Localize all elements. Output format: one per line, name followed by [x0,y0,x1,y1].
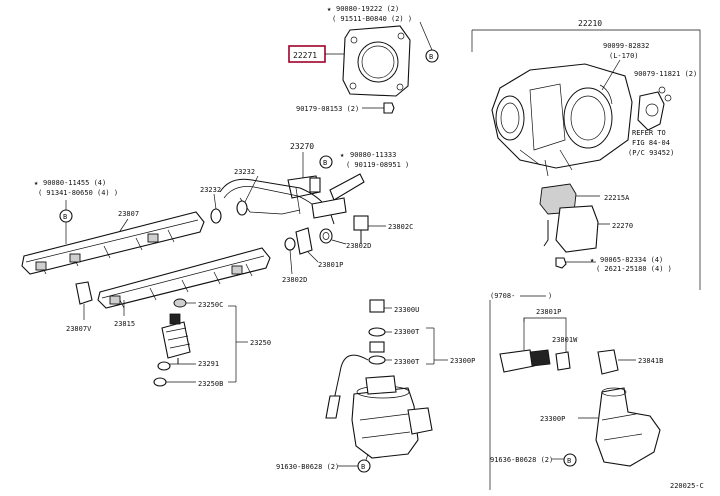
gasket-23300t-a [368,327,386,337]
fuel-inlet-union [295,227,313,255]
label-fig-84-04[interactable]: FIG 84-04 [632,139,670,147]
label-90080-11333[interactable]: 90080-11333 [350,151,396,159]
hose-union-23801p [499,349,535,373]
label-23250c[interactable]: 23250C [198,301,223,309]
label-90099-82832[interactable]: 90099-82832 [603,42,649,50]
figure-code-220025c: 220025-C [670,482,704,490]
nut-90179 [383,102,395,114]
throttle-body-group: 22210 90099-82832 (L-170) 90079-11821 (2… [471,19,701,290]
label-90065-82334[interactable]: 90065-82334 (4) [600,256,663,264]
svg-text:B: B [63,213,67,221]
fuel-pump-group: 23300U 23300T 23300T 23300P B 91630-B062… [276,299,475,473]
insulator-23250c [173,298,187,308]
label-2621-25180[interactable]: ( 2621-25180 (4) ) [596,265,672,273]
label-23291[interactable]: 23291 [198,360,219,368]
label-23801p-b[interactable]: 23801P [536,308,561,316]
label-23802c[interactable]: 23802C [388,223,413,231]
label-90119-08951[interactable]: ( 90119-08951 ) [346,161,409,169]
label-91636-b0628[interactable]: 91636-B0628 (2) [490,456,553,464]
svg-text:B: B [567,457,571,465]
svg-text:★: ★ [34,179,39,187]
gasket-group: 22271 90080-19222 (2) ( 91511-B0840 (2) … [288,5,439,114]
label-23232-b[interactable]: 23232 [200,186,221,194]
svg-text:★: ★ [590,256,595,264]
label-91341-80650[interactable]: ( 91341-80650 (4) ) [38,189,118,197]
fuel-pump-23300p-b [595,387,661,467]
label-23807v[interactable]: 23807V [66,325,92,333]
delivery-pipe-23807 [21,211,205,275]
star-mark: ★ [327,5,332,13]
label-l170[interactable]: (L-170) [609,52,639,60]
label-22271[interactable]: 22271 [293,51,317,60]
union-fitting [311,197,347,219]
label-91511-b0840[interactable]: ( 91511-B0840 (2) ) [332,15,412,23]
svg-text:B: B [323,159,327,167]
idle-control-valve-22270 [555,205,599,253]
label-22270[interactable]: 22270 [612,222,633,230]
label-90179-08153[interactable]: 90179-08153 (2) [296,105,359,113]
label-23300p-a[interactable]: 23300P [450,357,475,365]
delivery-pipe-group: ★ 90080-11455 (4) ( 91341-80650 (4) ) B … [21,179,271,333]
label-23250[interactable]: 23250 [250,339,271,347]
label-pc-93452[interactable]: (P/C 93452) [628,149,674,157]
label-22210[interactable]: 22210 [578,19,602,28]
gasket-23232-a [236,200,248,216]
label-23801w[interactable]: 23801W [552,336,578,344]
label-23807[interactable]: 23807 [118,210,139,218]
screw-90065 [555,257,567,269]
injector-23250 [161,321,191,359]
label-23300t-a[interactable]: 23300T [394,328,420,336]
label-23801p-a[interactable]: 23801P [318,261,343,269]
label-refer-to[interactable]: REFER TO [632,129,666,137]
label-90080-11455[interactable]: 90080-11455 (4) [43,179,106,187]
label-23250b[interactable]: 23250B [198,380,223,388]
label-23815[interactable]: 23815 [114,320,135,328]
grommet-23250b [153,377,167,387]
gasket-23232-b [210,208,222,224]
injector-group: 23250C 23250 23291 23250B [153,298,271,388]
label-91630-b0628[interactable]: 91630-B0628 (2) [276,463,339,471]
svg-text:B: B [361,463,365,471]
pump-wire-harness [333,354,369,401]
clip-23801w [555,351,571,371]
fuel-hose [329,173,365,201]
cushion-23300u [369,299,385,313]
label-23232-a[interactable]: 23232 [234,168,255,176]
svg-text:★: ★ [340,151,345,159]
revision-9708-group: (9708- ) 23801P 23801W 23841B 23300P B 9… [489,292,663,490]
throttle-sensor [637,91,665,131]
label-9708[interactable]: (9708- [490,292,515,300]
label-90079-11821[interactable]: 90079-11821 (2) [634,70,697,78]
fuel-pipe-group: 23270 B ★ 90080-11333 ( 90119-08951 ) 23… [200,142,413,284]
gasket-23300t-b [368,355,386,365]
label-23270[interactable]: 23270 [290,142,314,151]
connector-23841b [597,349,619,375]
label-22215a[interactable]: 22215A [604,194,630,202]
label-23300p-b[interactable]: 23300P [540,415,565,423]
clip-23300t [369,341,385,353]
gasket-23802d-a [319,228,333,244]
label-90080-19222[interactable]: 90080-19222 (2) [336,5,399,13]
label-9708-close: ) [548,292,552,300]
svg-text:B: B [429,53,433,61]
label-23802d-a[interactable]: 23802D [346,242,371,250]
gasket-23802d-b [284,237,296,251]
gasket-22271 [342,25,411,97]
label-23300u[interactable]: 23300U [394,306,419,314]
delivery-pipe-23815 [97,247,271,309]
fuel-pump-23300p [351,387,419,459]
label-23841b[interactable]: 23841B [638,357,663,365]
label-23300t-b[interactable]: 23300T [394,358,420,366]
label-23802d-b[interactable]: 23802D [282,276,307,284]
pressure-plug-23807v [75,281,93,305]
bolt-mark-b [425,49,439,63]
oring-23291 [157,361,171,371]
throttle-body-22210 [491,63,633,169]
